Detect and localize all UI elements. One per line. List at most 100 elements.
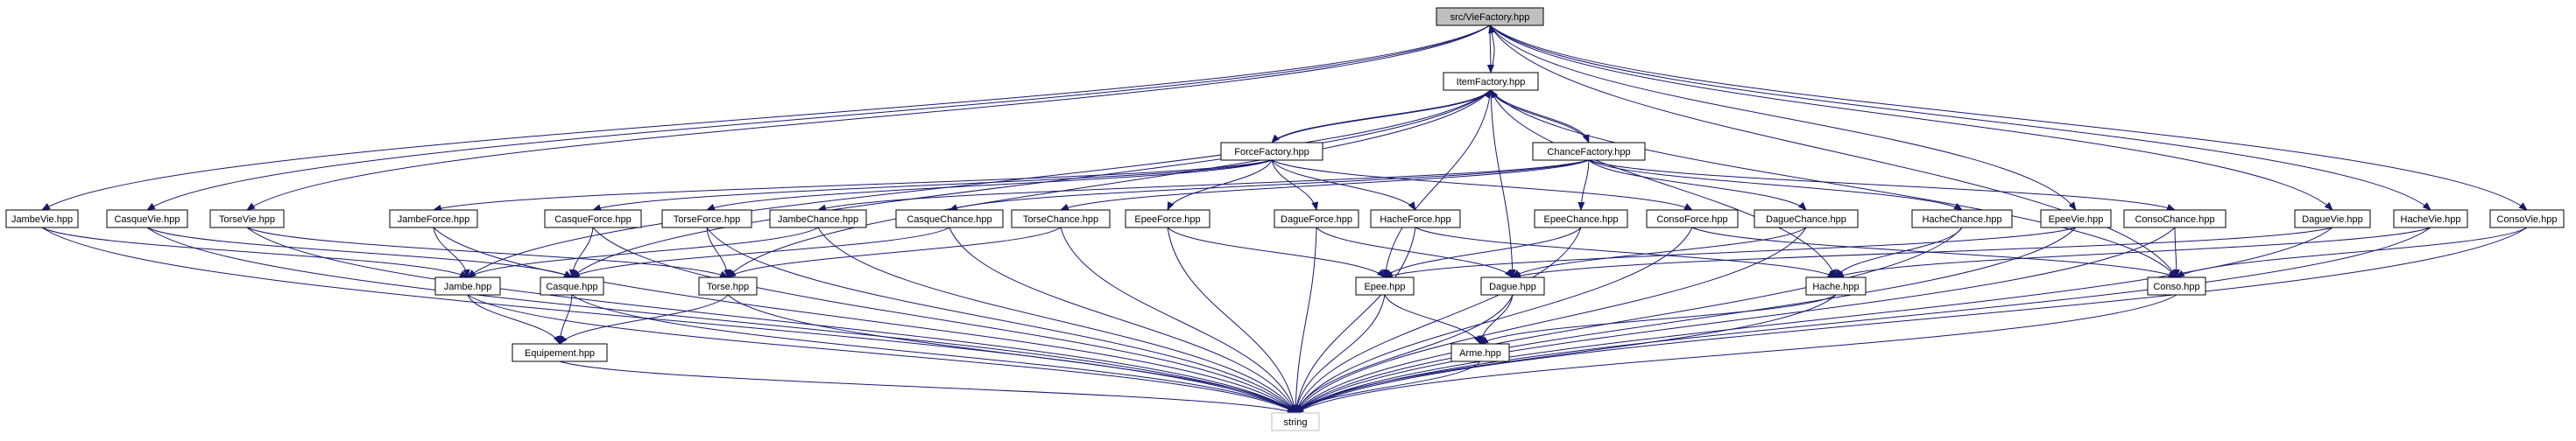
node-c[interactable]: Casque.hpp — [540, 276, 604, 296]
node-jv[interactable]: JambeVie.hpp — [5, 209, 79, 228]
node-label: string — [1284, 417, 1308, 428]
node-label: Hache.hpp — [1812, 282, 1859, 292]
node-cf[interactable]: ChanceFactory.hpp — [1532, 142, 1646, 161]
node-box — [434, 276, 501, 296]
node-box — [544, 209, 642, 228]
node-tc[interactable]: TorseChance.hpp — [1011, 209, 1111, 228]
edge-dv-to-d — [1512, 227, 2333, 279]
node-cov[interactable]: ConsoVie.hpp — [2489, 209, 2565, 228]
edge-if-to-vf — [1488, 24, 1496, 74]
edge-jc-to-j — [467, 227, 819, 278]
edge-cof-to-co — [1691, 227, 2177, 278]
node-d[interactable]: Dague.hpp — [1480, 276, 1545, 296]
edge-hf-to-h — [1415, 227, 1837, 278]
node-co[interactable]: Conso.hpp — [2147, 276, 2206, 296]
node-box — [698, 276, 758, 296]
node-box — [1436, 7, 1544, 26]
node-label: ConsoVie.hpp — [2497, 214, 2558, 225]
node-hc[interactable]: HacheChance.hpp — [1911, 209, 2013, 228]
node-label: TorseVie.hpp — [219, 214, 275, 225]
edge-cov-to-co — [2176, 227, 2528, 278]
node-cv[interactable]: CasqueVie.hpp — [106, 209, 188, 228]
edge-vf-to-tv — [246, 24, 1491, 211]
node-label: Conso.hpp — [2153, 282, 2199, 292]
node-df[interactable]: DagueForce.hpp — [1274, 209, 1359, 228]
node-hv[interactable]: HacheVie.hpp — [2393, 209, 2468, 228]
node-cof[interactable]: ConsoForce.hpp — [1646, 209, 1739, 228]
node-box — [1355, 276, 1415, 296]
node-tv[interactable]: TorseVie.hpp — [209, 209, 285, 228]
node-jf[interactable]: JambeForce.hpp — [389, 209, 478, 228]
node-dc[interactable]: DagueChance.hpp — [1754, 209, 1859, 228]
node-box — [1271, 412, 1320, 431]
edge-tf-to-t — [706, 227, 731, 278]
edge-cf-to-ec — [1577, 159, 1590, 211]
node-box — [1443, 72, 1539, 91]
node-label: Arme.hpp — [1459, 348, 1501, 359]
node-jc[interactable]: JambeChance.hpp — [769, 209, 867, 228]
edge-if-to-d — [1490, 89, 1516, 278]
node-j[interactable]: Jambe.hpp — [434, 276, 501, 296]
node-box — [2489, 209, 2565, 228]
edge-h-to-s — [1295, 294, 1837, 414]
edge-ff-to-if — [1271, 89, 1492, 144]
edge-h-to-a — [1479, 294, 1837, 345]
edge-hc-to-s — [1295, 227, 1963, 414]
edge-ff-to-ef — [1167, 159, 1273, 211]
edge-co-to-s — [1295, 294, 2177, 414]
edge-if-to-co — [1490, 89, 2177, 278]
node-box — [1646, 209, 1739, 228]
node-label: ConsoChance.hpp — [2135, 214, 2214, 225]
node-label: DagueVie.hpp — [2302, 214, 2363, 225]
edge-dv-to-s — [1295, 227, 2333, 414]
edge-tf-to-s — [706, 227, 1296, 414]
edge-vf-to-ev — [1489, 24, 2077, 211]
node-label: JambeVie.hpp — [11, 214, 73, 225]
node-e[interactable]: Epee.hpp — [1355, 276, 1415, 296]
node-s[interactable]: string — [1271, 412, 1320, 431]
node-box — [1274, 209, 1359, 228]
edge-vf-to-cov — [1489, 24, 2528, 211]
node-t[interactable]: Torse.hpp — [698, 276, 758, 296]
node-label: JambeForce.hpp — [398, 214, 470, 225]
node-box — [1911, 209, 2013, 228]
node-ec[interactable]: EpeeChance.hpp — [1534, 209, 1628, 228]
edge-e-to-a — [1384, 294, 1481, 345]
node-ev[interactable]: EpeeVie.hpp — [2040, 209, 2112, 228]
node-label: HacheChance.hpp — [1922, 214, 2001, 225]
node-hf[interactable]: HacheForce.hpp — [1370, 209, 1461, 228]
edge-ef-to-e — [1167, 227, 1386, 278]
edge-jv-to-s — [41, 227, 1296, 414]
edge-hf-to-s — [1293, 227, 1416, 414]
edge-vf-to-co — [1489, 24, 2177, 278]
node-box — [5, 209, 79, 228]
edge-ff-to-csf — [592, 159, 1273, 211]
edge-j-to-s — [467, 294, 1296, 414]
edge-ev-to-e — [1384, 227, 2077, 279]
node-csf[interactable]: CasqueForce.hpp — [544, 209, 642, 228]
node-dv[interactable]: DagueVie.hpp — [2294, 209, 2371, 228]
node-if[interactable]: ItemFactory.hpp — [1443, 72, 1539, 91]
node-eq[interactable]: Equipement.hpp — [512, 343, 608, 362]
node-label: Casque.hpp — [546, 282, 597, 292]
node-a[interactable]: Arme.hpp — [1450, 343, 1510, 362]
node-ff[interactable]: ForceFactory.hpp — [1220, 142, 1323, 161]
edge-d-to-s — [1295, 294, 1514, 414]
node-label: CasqueForce.hpp — [554, 214, 631, 225]
node-h[interactable]: Hache.hpp — [1805, 276, 1867, 296]
node-label: EpeeForce.hpp — [1134, 214, 1200, 225]
node-box — [895, 209, 1004, 228]
node-box — [209, 209, 285, 228]
node-box — [661, 209, 752, 228]
edge-coc-to-co — [2172, 227, 2180, 278]
edge-vf-to-cv — [146, 24, 1491, 211]
node-box — [1450, 343, 1510, 362]
node-label: src/VieFactory.hpp — [1450, 12, 1530, 23]
node-ef[interactable]: EpeeForce.hpp — [1125, 209, 1210, 228]
node-tf[interactable]: TorseForce.hpp — [661, 209, 752, 228]
node-vf[interactable]: src/VieFactory.hpp — [1436, 7, 1544, 26]
node-csc[interactable]: CasqueChance.hpp — [895, 209, 1004, 228]
node-coc[interactable]: ConsoChance.hpp — [2123, 209, 2227, 228]
node-box — [106, 209, 188, 228]
edge-eq-to-s — [559, 360, 1296, 415]
